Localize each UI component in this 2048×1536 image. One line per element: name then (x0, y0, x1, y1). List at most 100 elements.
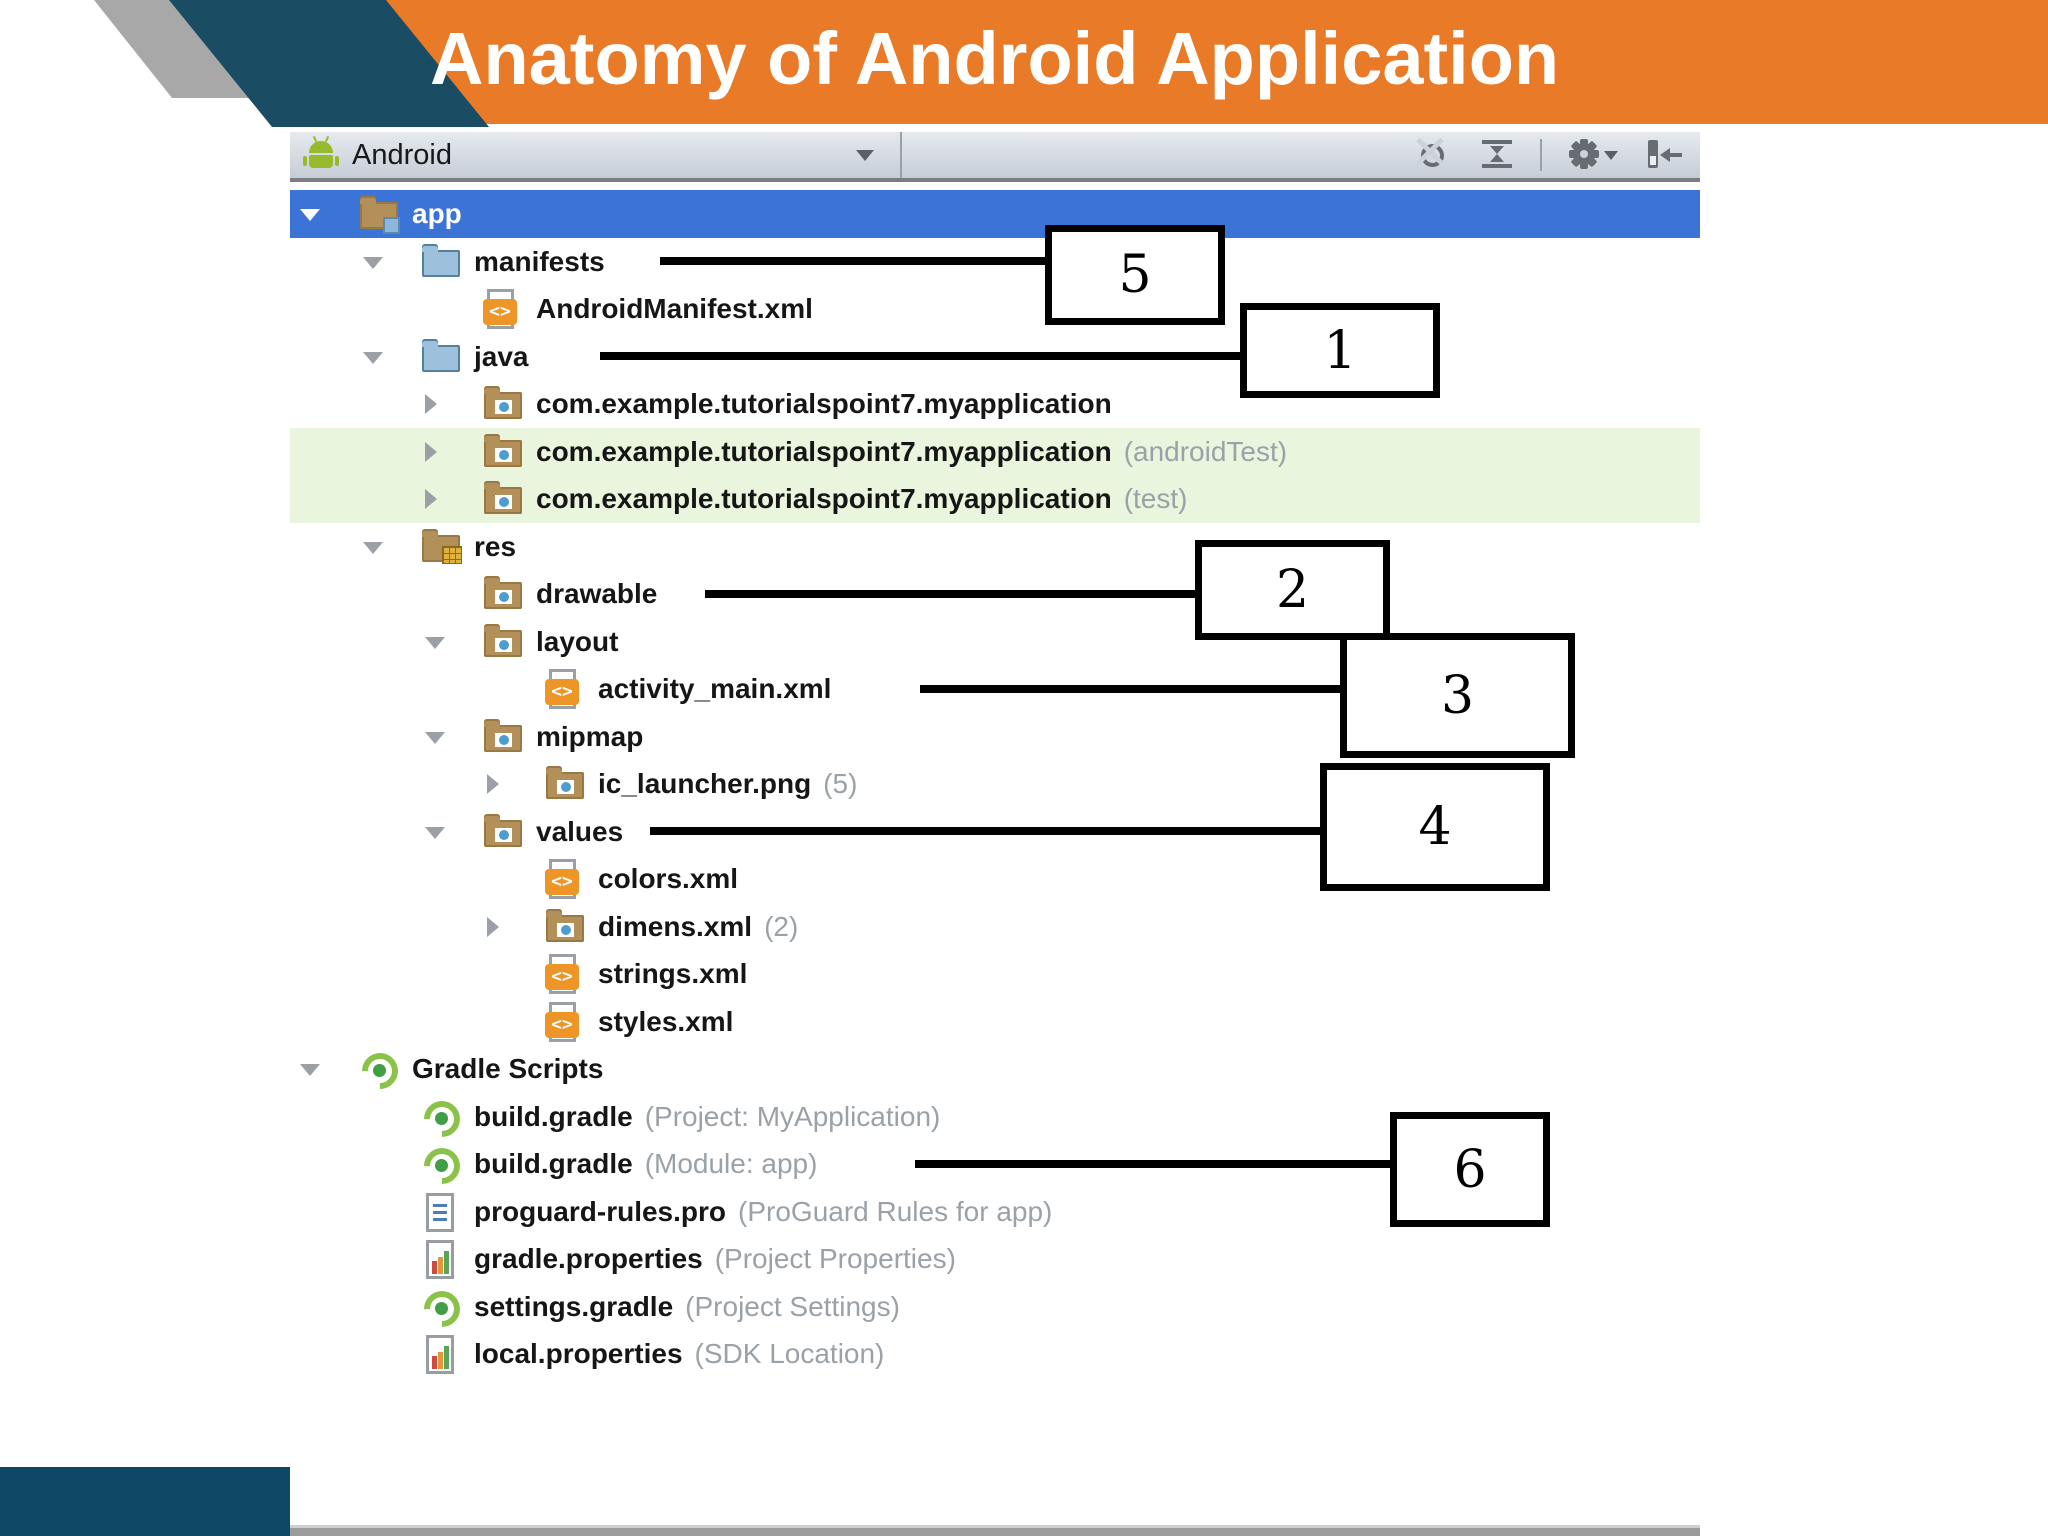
item-name: drawable (536, 578, 658, 609)
chevron-expanded-icon[interactable] (363, 351, 383, 364)
callout-line (660, 257, 1049, 266)
chevron-collapsed-icon[interactable] (487, 774, 499, 794)
tree-row-proguard-rules-pro-proguard-rules-for-app[interactable]: proguard-rules.pro(ProGuard Rules for ap… (290, 1188, 1700, 1236)
tree-row-manifests[interactable]: manifests (290, 238, 1700, 286)
item-name: build.gradle (474, 1148, 633, 1179)
xml-file-icon (544, 953, 588, 997)
gradle-icon (416, 1093, 468, 1144)
tree-row-build-gradle-project-myapplication[interactable]: build.gradle(Project: MyApplication) (290, 1093, 1700, 1144)
chevron-expanded-icon[interactable] (363, 256, 383, 269)
tree-row-label: drawable (536, 570, 657, 618)
locate-target-button[interactable] (1410, 135, 1454, 175)
tree-row-styles-xml[interactable]: styles.xml (290, 998, 1700, 1046)
item-annotation: (Module: app) (644, 1148, 818, 1179)
tree-row-res[interactable]: res (290, 523, 1700, 571)
tree-row-colors-xml[interactable]: colors.xml (290, 855, 1700, 903)
callout-line (650, 827, 1324, 836)
tree-row-strings-xml[interactable]: strings.xml (290, 950, 1700, 998)
tree-row-layout[interactable]: layout (290, 618, 1700, 666)
tree-row-com-example-tutorialspoint7-myapplication[interactable]: com.example.tutorialspoint7.myapplicatio… (290, 380, 1700, 428)
tree-row-label: layout (536, 618, 618, 666)
tree-row-app[interactable]: app (290, 190, 1700, 238)
chevron-expanded-icon[interactable] (300, 1064, 320, 1076)
chevron-down-icon (856, 150, 874, 161)
chevron-expanded-icon[interactable] (300, 209, 320, 221)
item-name: Gradle Scripts (412, 1053, 604, 1084)
tree-row-label: mipmap (536, 713, 643, 761)
item-annotation: (2) (764, 910, 799, 942)
tree-row-com-example-tutorialspoint7-myapplication-androidtest[interactable]: com.example.tutorialspoint7.myapplicatio… (290, 427, 1700, 476)
chevron-expanded-icon[interactable] (425, 636, 445, 649)
callout-number: 2 (1275, 560, 1310, 620)
tree-row-label: com.example.tutorialspoint7.myapplicatio… (536, 475, 1187, 523)
xml-file-icon (482, 288, 526, 332)
tree-row-build-gradle-module-app[interactable]: build.gradle (Module: app) (290, 1140, 1700, 1192)
collapse-all-button[interactable] (1476, 135, 1520, 175)
tree-row-gradle-scripts[interactable]: Gradle Scripts (290, 1045, 1700, 1097)
header-band (376, 0, 2048, 124)
callout-line (705, 589, 1199, 598)
chevron-collapsed-icon[interactable] (487, 916, 499, 937)
hide-panel-button[interactable] (1642, 135, 1686, 175)
tree-row-mipmap[interactable]: mipmap (290, 713, 1700, 761)
callout-box-6: 6 (1390, 1112, 1550, 1227)
settings-button[interactable] (1562, 135, 1618, 175)
tree-row-activity-main-xml[interactable]: activity_main.xml (290, 665, 1700, 713)
callout-line (915, 1159, 1394, 1168)
item-name: build.gradle (474, 1100, 633, 1132)
dock-pin-icon (1648, 140, 1658, 168)
item-name: com.example.tutorialspoint7.myapplicatio… (536, 483, 1112, 514)
gradle-icon (354, 1045, 406, 1097)
tree-row-label: local.properties(SDK Location) (474, 1330, 884, 1378)
callout-number: 5 (1118, 245, 1152, 305)
folder-resource-icon (544, 906, 588, 950)
chevron-down-icon (1604, 151, 1618, 160)
tree-row-local-properties-sdk-location[interactable]: local.properties(SDK Location) (290, 1330, 1700, 1378)
chevron-collapsed-icon[interactable] (425, 441, 437, 462)
tree-row-dimens-xml-2[interactable]: dimens.xml(2) (290, 903, 1700, 951)
tree-row-java[interactable]: java (290, 333, 1700, 381)
item-name: AndroidManifest.xml (536, 293, 813, 324)
chevron-expanded-icon[interactable] (425, 826, 445, 839)
callout-box-5: 5 (1045, 225, 1225, 325)
tree-row-values[interactable]: values (290, 808, 1700, 856)
callout-number: 3 (1440, 665, 1475, 726)
item-annotation: (test) (1123, 483, 1188, 514)
tree-row-ic-launcher-png-5[interactable]: ic_launcher.png(5) (290, 760, 1700, 808)
item-name: mipmap (536, 720, 644, 752)
footer-accent-rect (0, 1467, 290, 1536)
folder-package-icon (482, 383, 526, 427)
folder-resource-icon (482, 716, 526, 760)
tree-row-androidmanifest-xml[interactable]: AndroidManifest.xml (290, 285, 1700, 333)
folder-resource-icon (482, 811, 526, 855)
chevron-expanded-icon[interactable] (425, 731, 445, 744)
folder-blue-icon (420, 241, 464, 285)
tree-row-label: build.gradle(Project: MyApplication) (474, 1093, 940, 1141)
item-name: styles.xml (598, 1005, 734, 1037)
gradle-icon (416, 1283, 468, 1334)
chevron-collapsed-icon[interactable] (425, 394, 437, 414)
folder-package-icon (482, 478, 526, 522)
callout-box-3: 3 (1340, 633, 1575, 758)
toolbar-separator (1540, 139, 1542, 171)
item-name: manifests (474, 245, 605, 277)
folder-resource-icon (544, 763, 588, 807)
chevron-collapsed-icon[interactable] (425, 489, 437, 509)
tree-row-label: res (474, 523, 516, 571)
tree-row-gradle-properties-project-properties[interactable]: gradle.properties(Project Properties) (290, 1235, 1700, 1283)
item-name: colors.xml (598, 863, 739, 894)
tree-row-label: settings.gradle(Project Settings) (474, 1283, 900, 1331)
item-name: ic_launcher.png (598, 768, 812, 799)
tree-row-com-example-tutorialspoint7-myapplication-test[interactable]: com.example.tutorialspoint7.myapplicatio… (290, 475, 1700, 523)
doc-chart-icon (420, 1333, 464, 1377)
xml-file-icon (544, 668, 588, 712)
project-view-selector[interactable]: Android (290, 132, 902, 178)
callout-number: 1 (1323, 320, 1357, 381)
folder-blue-icon (420, 336, 464, 380)
chevron-expanded-icon[interactable] (363, 541, 383, 554)
tree-row-settings-gradle-project-settings[interactable]: settings.gradle(Project Settings) (290, 1283, 1700, 1334)
tree-row-label: java (474, 333, 529, 381)
xml-file-icon (544, 1001, 588, 1045)
tree-row-drawable[interactable]: drawable (290, 570, 1700, 618)
